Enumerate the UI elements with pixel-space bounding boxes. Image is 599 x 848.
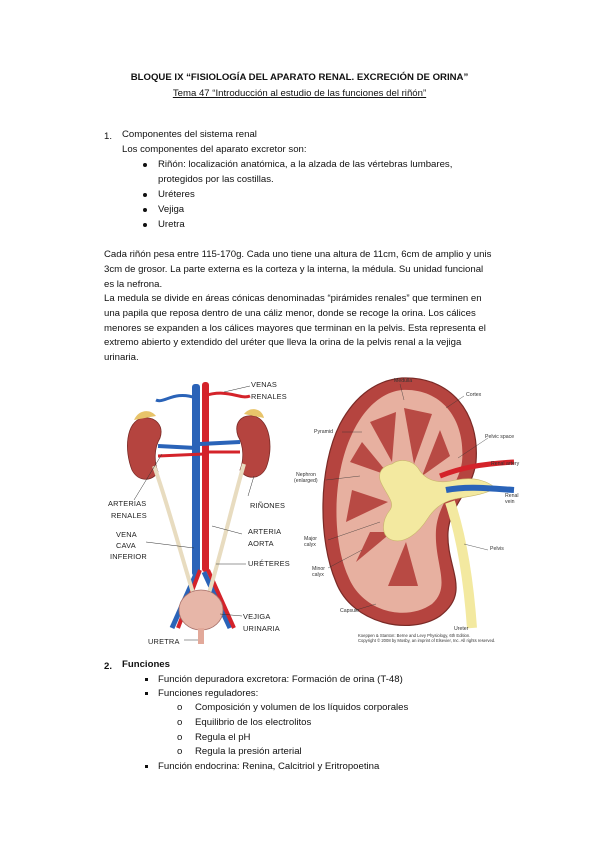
label-minor-calyx: calyx: [312, 572, 324, 578]
list-item: Uretra: [158, 219, 185, 230]
section1-intro: Los componentes del aparato excretor son…: [122, 144, 307, 155]
paragraph-line: urinaria.: [104, 352, 139, 363]
sub-marker: o: [177, 732, 183, 743]
list-item: Riñón: localización anatómica, a la alza…: [158, 159, 453, 170]
label-pyramid: Pyramid: [314, 429, 334, 435]
label-pelvis: Pelvis: [490, 546, 504, 552]
label-rinones: RIÑONES: [250, 501, 286, 510]
label-inferior: INFERIOR: [110, 552, 147, 561]
sub-list-item: Equilibrio de los electrolitos: [195, 717, 312, 728]
paragraph-line: una papila que reposa dentro de una cáli…: [104, 308, 476, 319]
urinary-system-illustration: [127, 382, 271, 644]
section1-number: 1.: [104, 131, 113, 142]
label-nephron-enlarged: (enlarged): [294, 478, 318, 484]
label-major-calyx: calyx: [304, 542, 316, 548]
figure-credit-line2: Copyright © 2008 by Mosby, an imprint of…: [358, 638, 496, 643]
label-ureteres: URÉTERES: [248, 559, 290, 568]
square-bullet-icon: [145, 765, 148, 768]
list-item: Uréteres: [158, 189, 195, 200]
label-urinaria: URINARIA: [243, 624, 280, 633]
bullet-icon: [143, 208, 147, 212]
label-major: Major: [304, 536, 317, 542]
section2-number: 2.: [104, 661, 113, 672]
label-aorta: AORTA: [248, 539, 274, 548]
figure-credit-line1: Koeppen & Stanton: Berne and Levy Physio…: [358, 633, 471, 638]
label-renal: Renal: [505, 493, 519, 499]
label-pelvic-space: Pelvic space: [485, 434, 515, 440]
section2-heading: Funciones: [122, 659, 170, 670]
paragraph-line: Cada riñón pesa entre 115-170g. Cada uno…: [104, 249, 492, 260]
label-vein: vein: [505, 499, 515, 505]
label-renales: RENALES: [251, 392, 287, 401]
label-venas: VENAS: [251, 380, 278, 389]
label-renal-artery: Renal artery: [491, 461, 520, 467]
paragraph-line: La medula se divide en áreas cónicas den…: [104, 293, 482, 304]
bullet-icon: [143, 193, 147, 197]
sub-list-item: Regula el pH: [195, 732, 251, 743]
label-arterias: ARTERIAS: [108, 499, 147, 508]
label-ureter: Ureter: [454, 626, 469, 632]
sub-list-item: Composición y volumen de los líquidos co…: [195, 702, 409, 713]
list-item: Función endocrina: Renina, Calcitriol y …: [158, 761, 380, 772]
label-cava: CAVA: [116, 541, 136, 550]
sub-marker: o: [177, 717, 183, 728]
paragraph-line: es la nefrona.: [104, 279, 163, 290]
paragraph-line: menores se expanden a los cálices mayore…: [104, 323, 486, 334]
square-bullet-icon: [145, 678, 148, 681]
sub-list-item: Regula la presión arterial: [195, 746, 302, 757]
label-vena: VENA: [116, 530, 137, 539]
list-item: Funciones reguladores:: [158, 688, 259, 699]
label-capsule: Capsule: [340, 608, 360, 614]
kidney-section-illustration: [322, 377, 515, 629]
sub-marker: o: [177, 702, 183, 713]
label-arteria: ARTERIA: [248, 527, 282, 536]
list-item-continuation: protegidos por las costillas.: [158, 174, 274, 185]
label-arterias-renales: RENALES: [111, 511, 147, 520]
list-item: Vejiga: [158, 204, 185, 215]
document-subtitle: Tema 47 “Introducción al estudio de las …: [172, 88, 427, 99]
label-nephron: Nephron: [296, 472, 316, 478]
section1-heading: Componentes del sistema renal: [122, 129, 257, 140]
label-cortex: Cortex: [466, 392, 482, 398]
bullet-icon: [143, 223, 147, 227]
label-medulla: Medulla: [394, 378, 413, 384]
label-minor: Minor: [312, 566, 325, 572]
label-uretra: URETRA: [148, 637, 180, 646]
list-item: Función depuradora excretora: Formación …: [158, 674, 403, 685]
paragraph-line: 3cm de grosor. La parte externa es la co…: [104, 264, 484, 275]
sub-marker: o: [177, 746, 183, 757]
paragraph-line: extremo abierto y extendido del uréter q…: [104, 337, 462, 348]
bullet-icon: [143, 163, 147, 167]
document-title: BLOQUE IX “FISIOLOGÍA DEL APARATO RENAL.…: [130, 72, 469, 83]
label-vejiga: VEJIGA: [243, 612, 271, 621]
square-bullet-icon: [145, 692, 148, 695]
